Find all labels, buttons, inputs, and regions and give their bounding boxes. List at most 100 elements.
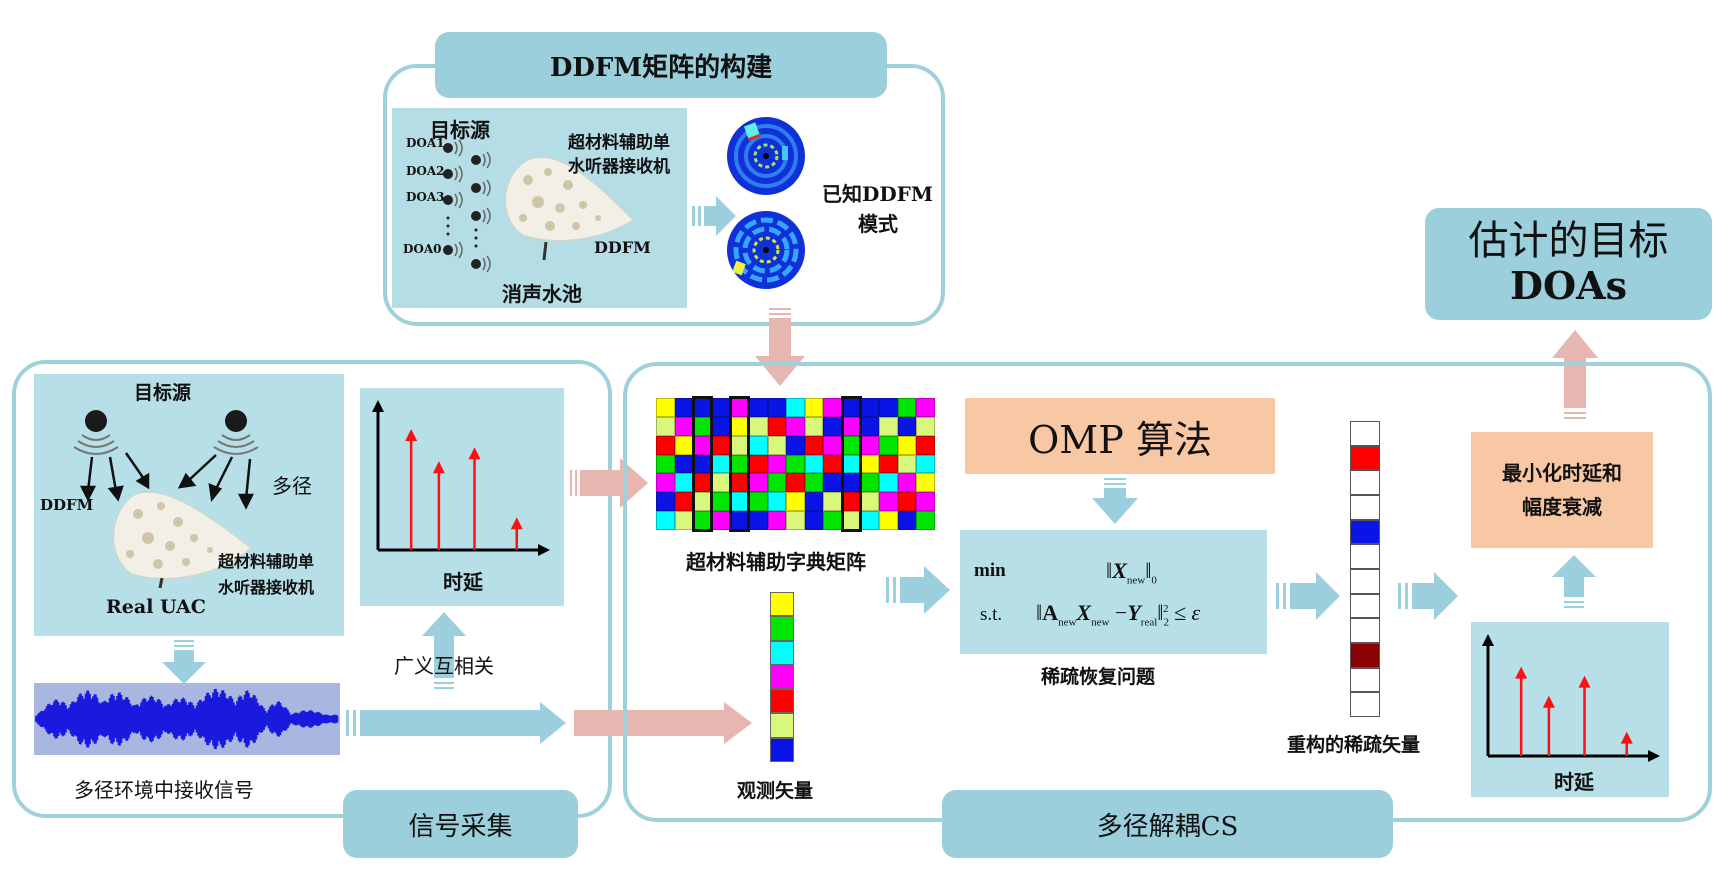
dictionary-cell	[860, 435, 880, 455]
delay-to-minimize-arrow-icon	[1552, 555, 1596, 608]
dictionary-cell	[804, 511, 824, 530]
equation-min-op: min	[974, 560, 1006, 581]
signal-source-label: 目标源	[134, 382, 192, 404]
dictionary-cell	[674, 416, 694, 436]
dictionary-cell	[786, 435, 805, 455]
received-signal-label: 多径环境中接收信号	[74, 778, 254, 802]
doa-label-3: DOA3	[406, 190, 445, 204]
dictionary-cell	[711, 416, 731, 436]
dictionary-cell	[749, 454, 768, 474]
signal-acquisition-title: 信号采集	[343, 790, 578, 858]
observation-vector	[770, 592, 794, 762]
multipath-sources-icon	[73, 410, 259, 510]
dictionary-cell	[804, 416, 824, 436]
dictionary-cell	[656, 416, 675, 436]
dictionary-cell	[823, 398, 842, 417]
gcc-delay-plot-axes	[372, 400, 550, 556]
ddfm-pattern-polar-2	[727, 211, 805, 289]
equation-to-sparse-arrow-icon	[1276, 572, 1340, 620]
estimated-delay-plot	[1471, 622, 1669, 797]
dictionary-cell	[711, 454, 731, 474]
multipath-label: 多径	[272, 474, 312, 498]
dictionary-cell	[786, 398, 805, 417]
doa-label-1: DOA1	[406, 136, 445, 150]
dictionary-cell	[711, 473, 731, 493]
arrow-to-patterns-icon	[692, 196, 736, 236]
doa-label-2: DOA2	[406, 164, 445, 178]
dictionary-cell	[656, 511, 675, 530]
dictionary-cell	[804, 398, 824, 417]
gcc-label: 广义互相关	[394, 654, 494, 678]
dictionary-cell	[749, 435, 768, 455]
signal-to-cs-blue-arrow-icon	[346, 702, 566, 744]
dictionary-cell	[860, 398, 880, 417]
signal-to-observation-pink-arrow-icon	[574, 702, 752, 744]
omp-algorithm-box: OMP 算法	[965, 398, 1275, 474]
delay-to-dictionary-pink-arrow-icon	[570, 458, 648, 508]
observation-cell	[770, 592, 794, 617]
observation-cell	[770, 616, 794, 641]
dictionary-cell	[804, 473, 824, 493]
dictionary-cell	[674, 511, 694, 530]
observation-cell	[770, 689, 794, 714]
observation-vector-label: 观测矢量	[737, 780, 814, 802]
dictionary-highlighted-column	[841, 396, 862, 532]
dictionary-cell	[804, 492, 824, 512]
dictionary-cell	[916, 416, 935, 436]
dictionary-cell	[749, 473, 768, 493]
ddfm-sources-icon	[443, 139, 491, 273]
dictionary-cell	[897, 454, 917, 474]
dictionary-cell	[786, 511, 805, 530]
sparse-vector-cell	[1350, 519, 1380, 545]
dictionary-cell	[916, 511, 935, 530]
signal-ddfm-label: DDFM	[40, 496, 94, 514]
dictionary-cell	[674, 473, 694, 493]
known-ddfm-pattern-label-line1: 已知DDFM	[822, 182, 934, 206]
gcc-delay-stem-head	[432, 461, 445, 474]
gcc-delay-plot	[360, 388, 564, 606]
gcc-delay-stem-head	[510, 517, 523, 530]
dictionary-cell	[767, 454, 787, 474]
sparse-vector-cell	[1350, 421, 1380, 446]
sparse-recovery-label: 稀疏恢复问题	[1041, 666, 1156, 688]
ddfm-source-label: 目标源	[430, 118, 490, 142]
multipath-decoupling-cs-title: 多径解耦CS	[942, 790, 1393, 858]
estimated-delay-stem-head	[1620, 731, 1633, 744]
dictionary-cell	[711, 398, 731, 417]
dictionary-cell	[897, 511, 917, 530]
dictionary-cell	[674, 454, 694, 474]
uac-to-signal-arrow-icon	[162, 640, 206, 684]
estimated-delay-x-axis-arrowhead	[1648, 750, 1660, 762]
equation-line-2: s.t. ‖AnewXnew −Yreal‖22 ≤ ε	[980, 600, 1260, 634]
dictionary-cell	[767, 473, 787, 493]
sparse-vector-cell	[1350, 618, 1380, 643]
dictionary-cell	[656, 454, 675, 474]
dictionary-cell	[916, 454, 935, 474]
ddfm-pattern-polar-1	[727, 117, 805, 195]
dictionary-cell	[804, 454, 824, 474]
omp-to-equation-arrow-icon	[1092, 478, 1138, 524]
reconstructed-sparse-vector-label: 重构的稀疏矢量	[1287, 734, 1421, 756]
dictionary-cell	[879, 416, 898, 436]
ddfm-receiver-label-line1: 超材料辅助单	[568, 133, 670, 153]
sparse-vector-cell	[1350, 643, 1380, 668]
sparse-vector-cell	[1350, 544, 1380, 569]
equation-objective: ‖Xnew‖0	[1106, 558, 1157, 587]
dictionary-cell	[916, 435, 935, 455]
dictionary-cell	[897, 473, 917, 493]
dictionary-cell	[879, 511, 898, 530]
dictionary-cell	[804, 435, 824, 455]
gcc-delay-stem-head	[405, 429, 418, 441]
dictionary-cell	[897, 398, 917, 417]
dictionary-cell	[897, 416, 917, 436]
gcc-delay-stem-head	[468, 447, 481, 460]
dictionary-matrix-label: 超材料辅助字典矩阵	[686, 550, 866, 574]
dictionary-cell	[786, 416, 805, 436]
gcc-arrow-up-icon	[422, 612, 466, 689]
dictionary-cell	[767, 492, 787, 512]
equation-line-1: min ‖Xnew‖0	[974, 558, 1254, 588]
sparse-vector-cell	[1350, 667, 1380, 693]
gcc-delay-axis-label: 时延	[443, 570, 483, 594]
estimated-delay-stem-head	[1515, 666, 1528, 679]
pink-arrow-up-icon	[1552, 330, 1598, 419]
